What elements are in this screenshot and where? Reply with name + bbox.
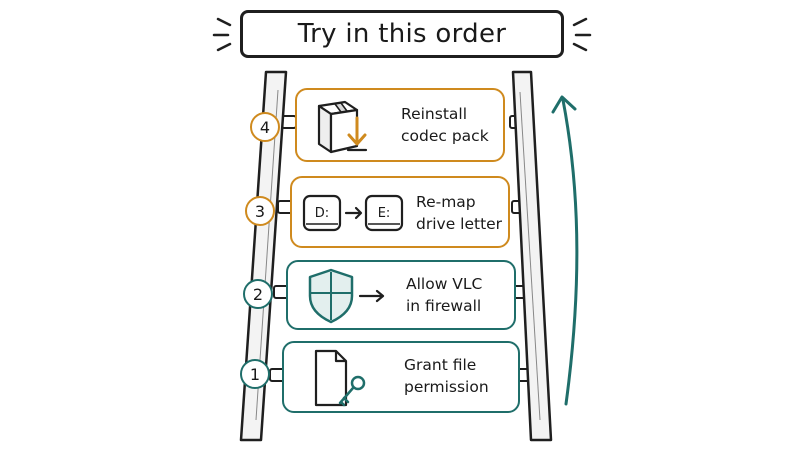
- title-spark-right: [572, 17, 592, 52]
- step-number-4: 4: [250, 112, 280, 142]
- step-label-2: Allow VLC in firewall: [406, 275, 483, 315]
- ladder-right-rail: [511, 70, 553, 442]
- drive-icon: [364, 194, 404, 232]
- up-arrow-icon: [551, 95, 579, 406]
- step-label-1: Grant file permission: [404, 356, 489, 396]
- title-banner: Try in this order: [240, 10, 564, 58]
- step-card-1: Grant file permission: [282, 341, 520, 413]
- arrow-right-icon: [344, 206, 363, 220]
- step-card-4: Reinstall codec pack: [295, 88, 505, 162]
- shield-icon: [308, 268, 385, 324]
- step-card-2: Allow VLC in firewall: [286, 260, 516, 330]
- from-drive-label: D:: [315, 206, 329, 221]
- drive-remap-icon: D: E:: [302, 194, 404, 232]
- arrow-right-icon: [358, 289, 385, 303]
- step-card-3: D: E: Re-map drive letter: [290, 176, 510, 248]
- title-spark-left: [212, 17, 232, 52]
- key-icon: [338, 375, 366, 407]
- drive-icon: [302, 194, 342, 232]
- step-number-2: 2: [243, 279, 273, 309]
- step-label-4: Reinstall codec pack: [401, 105, 489, 145]
- step-label-3: Re-map drive letter: [416, 193, 503, 233]
- package-download-icon: [317, 100, 368, 154]
- diagram-title: Try in this order: [297, 19, 507, 49]
- step-number-1: 1: [240, 359, 270, 389]
- step-number-3: 3: [245, 196, 275, 226]
- file-key-icon: [314, 349, 366, 407]
- to-drive-label: E:: [378, 206, 391, 221]
